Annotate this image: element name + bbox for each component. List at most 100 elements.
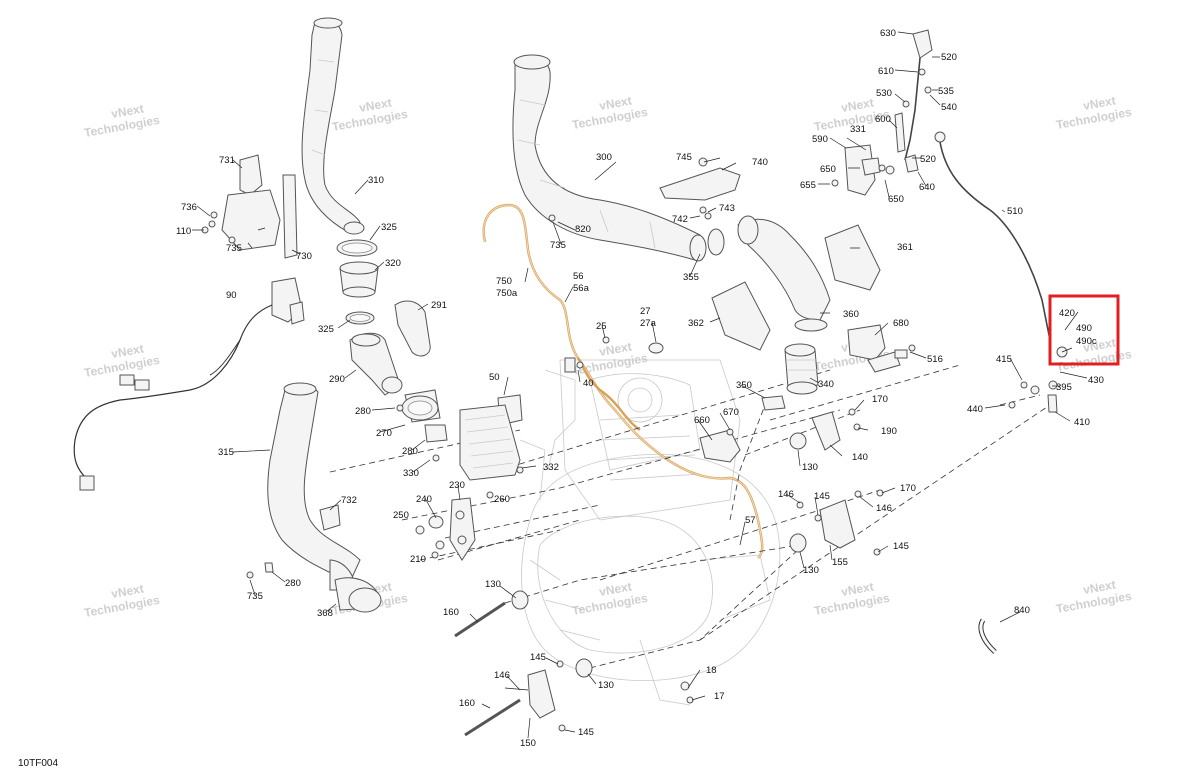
mount-bracket-230: [415, 491, 494, 561]
callout: 145: [893, 541, 909, 552]
callout: 160: [443, 607, 459, 618]
callout: 27a: [640, 318, 657, 329]
callout: 650: [820, 164, 836, 175]
callout: 140: [852, 452, 868, 463]
assembly-lines: [329, 364, 1051, 669]
callout: 280: [402, 446, 418, 457]
callout: 230: [449, 480, 465, 491]
callout: 530: [876, 88, 892, 99]
callout: 130: [802, 462, 818, 473]
callout: 310: [368, 175, 384, 186]
callout: 25: [596, 321, 607, 332]
callout-labels: 630 520 610 535 530 540 600 590 331 520 …: [176, 28, 1104, 749]
leader-lines: [192, 31, 1088, 739]
callout: 56: [573, 271, 584, 282]
callout: 210: [410, 554, 426, 565]
callout: 820: [575, 224, 591, 235]
callout: 650: [888, 194, 904, 205]
callout: 18: [706, 665, 717, 676]
callout: 750a: [496, 288, 518, 299]
watermark-vnext: vNext: [598, 579, 633, 598]
callout: 332: [543, 462, 559, 473]
callout: 146: [494, 670, 510, 681]
callout: 130: [803, 565, 819, 576]
watermark-vnext: vNext: [110, 101, 145, 120]
bracket-660: [699, 428, 741, 463]
callout: 440: [967, 404, 983, 415]
callout: 420: [1059, 308, 1075, 319]
callout: 395: [1056, 382, 1072, 393]
watermark-vnext: vNext: [840, 579, 875, 598]
callout: 630: [880, 28, 896, 39]
wiring-harness-90: [73, 277, 305, 491]
callout: 170: [900, 483, 916, 494]
callout: 325: [318, 324, 334, 335]
callout: 670: [723, 407, 739, 418]
callout: 490c: [1076, 336, 1097, 347]
bracket-730: [201, 154, 298, 259]
callout: 145: [578, 727, 594, 738]
callout: 325: [381, 222, 397, 233]
callout: 146: [876, 503, 892, 514]
callout: 27: [640, 306, 651, 317]
callout: 743: [719, 203, 735, 214]
watermark-vnext: vNext: [110, 341, 145, 360]
watermark-vnext: vNext: [598, 93, 633, 112]
callout: 280: [355, 406, 371, 417]
callout: 590: [812, 134, 828, 145]
watermark-vnext: vNext: [358, 95, 393, 114]
callout: 40: [583, 378, 594, 389]
callout: 290: [329, 374, 345, 385]
callout: 340: [818, 379, 834, 390]
callout: 250: [393, 510, 409, 521]
intake-parts-290: [349, 300, 448, 462]
callout: 315: [218, 447, 234, 458]
callout: 600: [875, 114, 891, 125]
callout: 145: [530, 652, 546, 663]
hose-840: [978, 618, 997, 654]
callout: 155: [832, 557, 848, 568]
callout: 56a: [573, 283, 590, 294]
callout: 730: [296, 251, 312, 262]
misc-small-parts: [564, 336, 664, 373]
callout: 735: [226, 243, 242, 254]
callout: 520: [920, 154, 936, 165]
fuel-hose: [482, 203, 764, 559]
callout: 368: [317, 608, 333, 619]
callout: 90: [226, 290, 237, 301]
callout: 57: [745, 515, 756, 526]
callout: 362: [688, 318, 704, 329]
clamp-325: [336, 239, 379, 325]
engine-mounts: [454, 408, 884, 737]
callout: 130: [598, 680, 614, 691]
callout: 146: [778, 489, 794, 500]
figure-id: 10TF004: [18, 758, 58, 769]
callout: 415: [996, 354, 1012, 365]
bracket-740: [659, 157, 741, 220]
callout: 240: [416, 494, 432, 505]
callout: 735: [247, 591, 263, 602]
callout: 410: [1074, 417, 1090, 428]
filter-340: [761, 343, 819, 411]
intake-tube-310: [301, 17, 365, 235]
callout: 742: [672, 214, 688, 225]
callout: 300: [596, 152, 612, 163]
watermark-vnext: vNext: [598, 339, 633, 358]
callout: 750: [496, 276, 512, 287]
shift-rod-510: [934, 131, 1068, 413]
callout: 640: [919, 182, 935, 193]
callout: 745: [676, 152, 692, 163]
callout: 330: [403, 468, 419, 479]
watermark-vnext: vNext: [110, 581, 145, 600]
watermark-vnext: vNext: [840, 95, 875, 114]
callout: 360: [843, 309, 859, 320]
callout: 510: [1007, 206, 1023, 217]
watermark-vnext: vNext: [1082, 577, 1117, 596]
watermark-vnext: vNext: [1082, 93, 1117, 112]
shifter-assembly: [831, 29, 933, 196]
callout: 320: [385, 258, 401, 269]
heat-shield-50: [459, 394, 524, 481]
callout: 610: [878, 66, 894, 77]
